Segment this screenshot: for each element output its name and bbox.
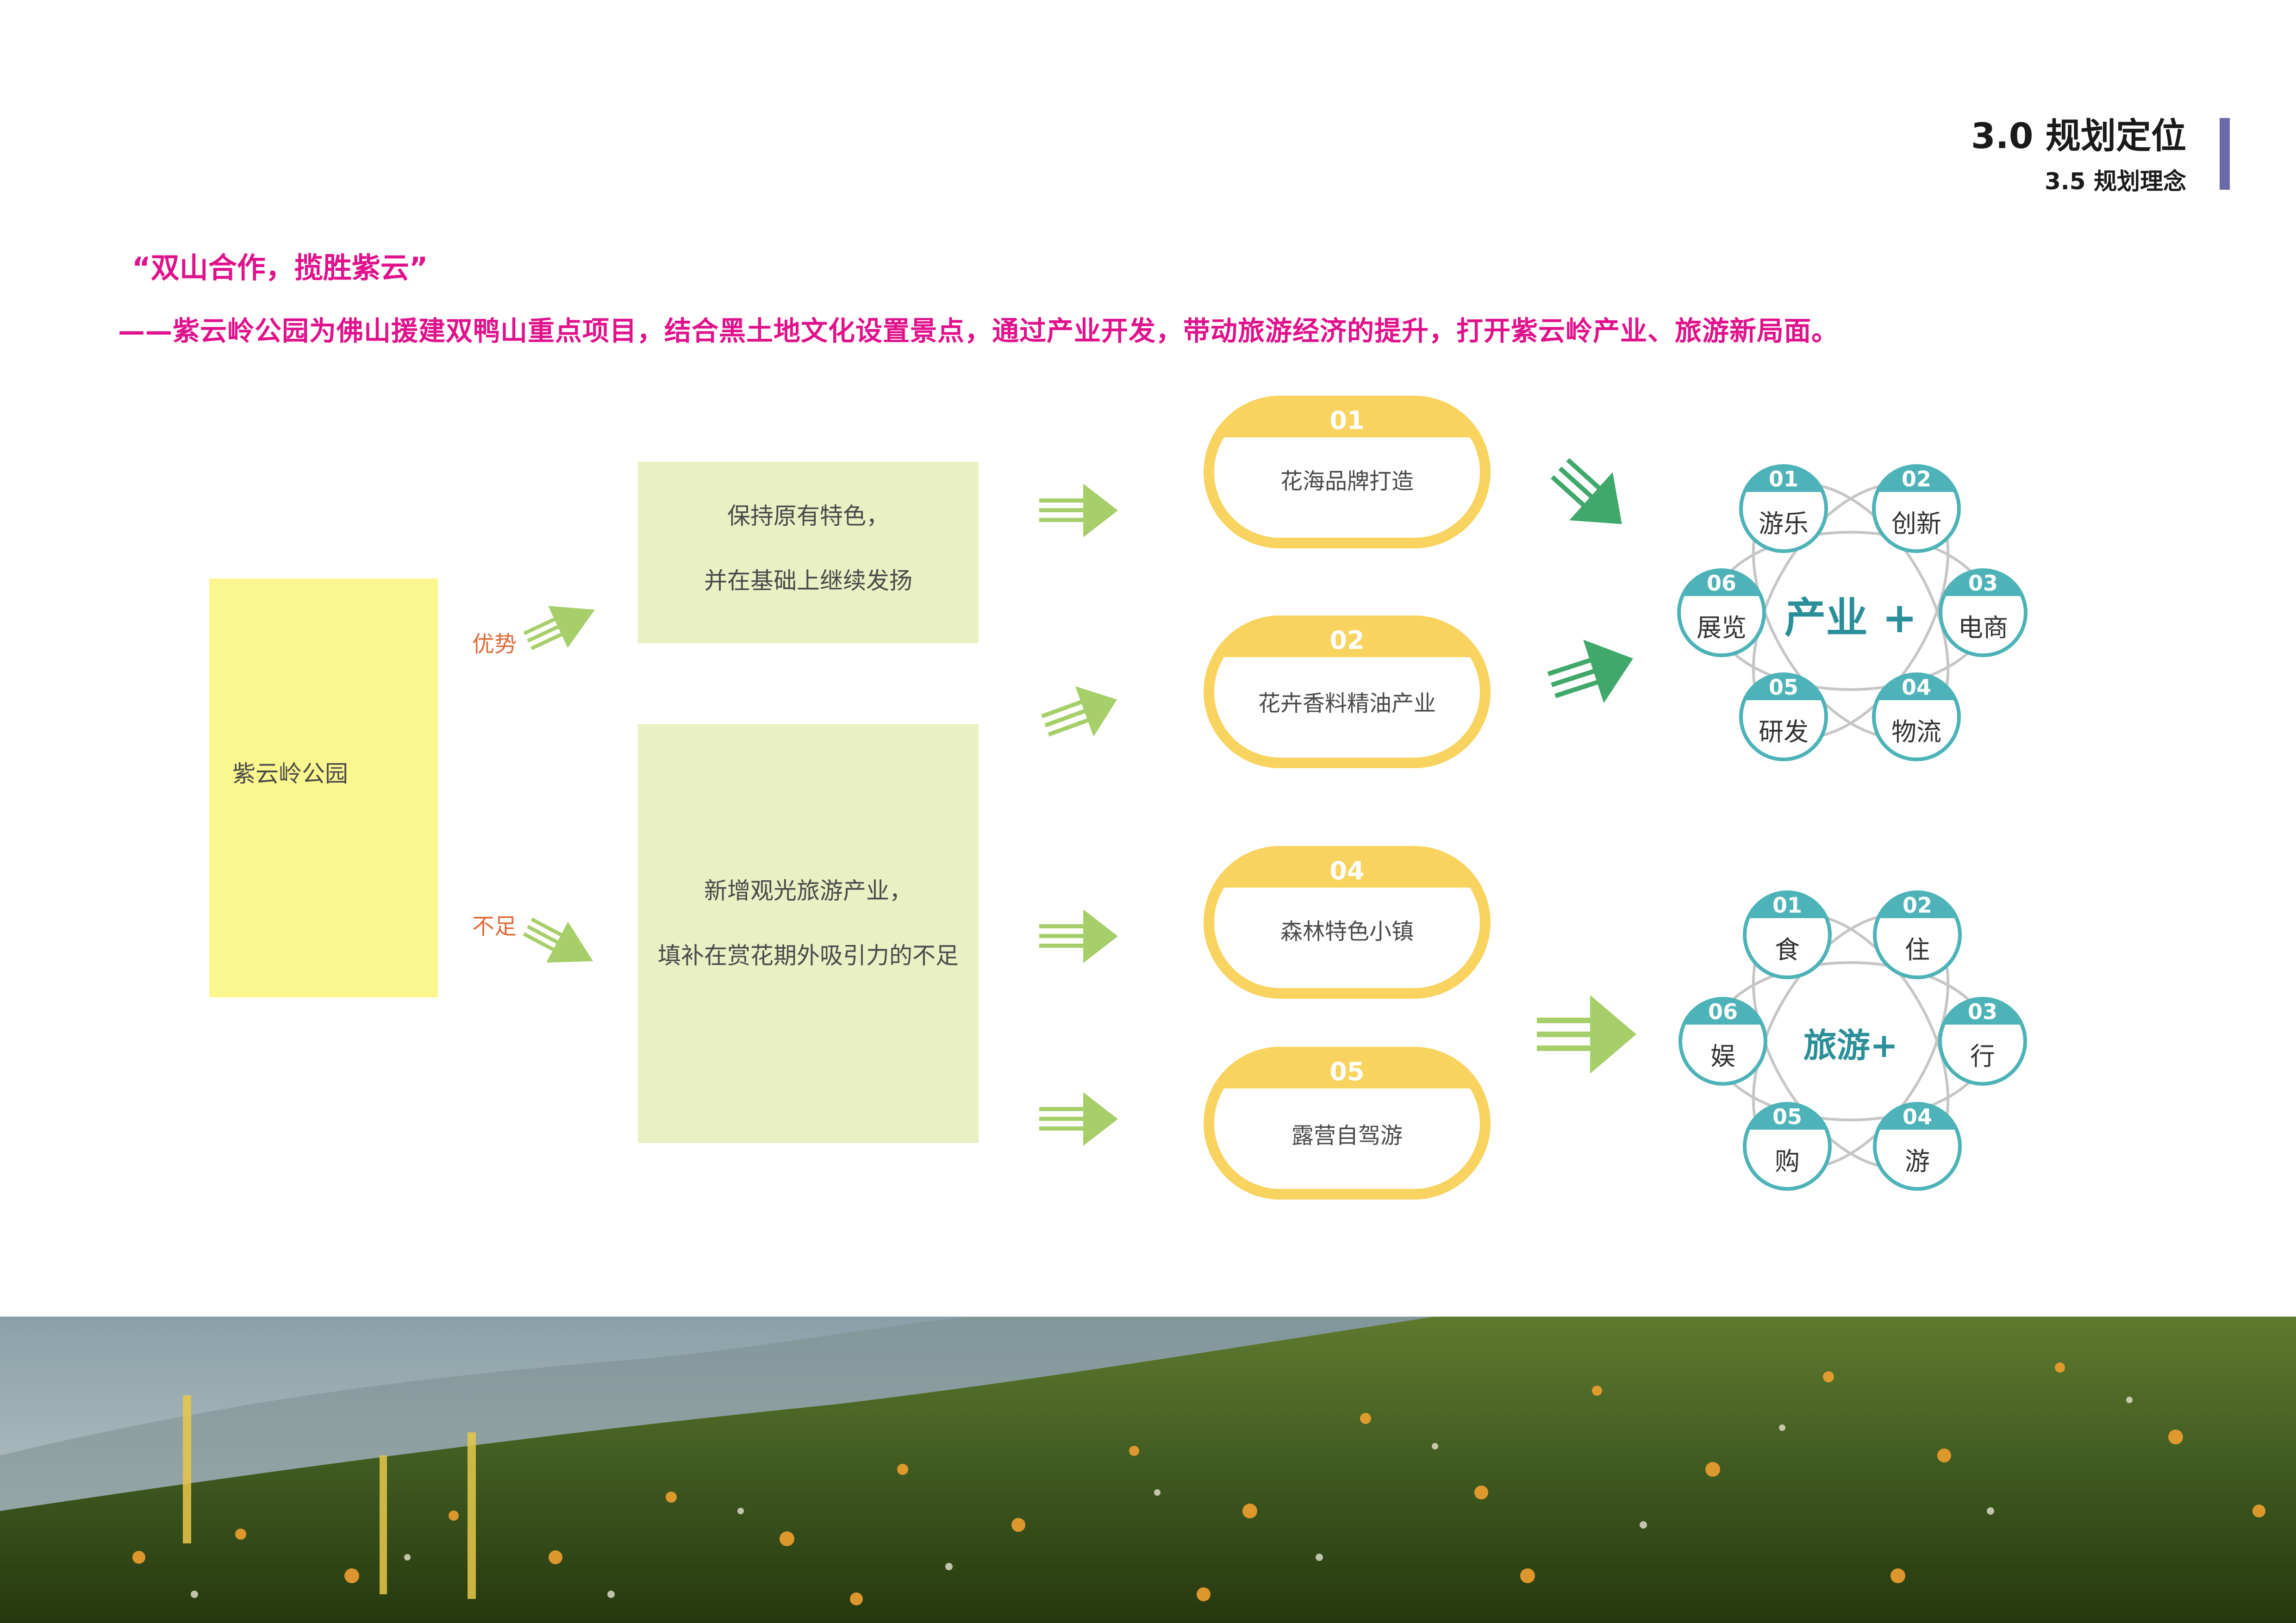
arrow-to-tourism [1537, 995, 1636, 1074]
section-title: 3.0 规划定位 [1971, 115, 2186, 156]
oval-1 [1204, 396, 1491, 548]
node-label: 创新 [1891, 509, 1941, 538]
cluster-tourism-node: 02 住 [1875, 892, 1960, 977]
cluster-tourism-node: 06 娱 [1680, 999, 1766, 1084]
node-label: 展览 [1697, 613, 1747, 642]
node-number: 02 [1875, 892, 1960, 918]
advantage-box [638, 462, 979, 643]
node-number: 06 [1680, 999, 1766, 1025]
slogan: “双山合作，揽胜紫云” [132, 251, 428, 285]
arrow-advantage [523, 606, 595, 650]
root-box [209, 578, 438, 997]
node-number: 01 [1741, 466, 1826, 492]
oval-2-label: 花卉香料精油产业 [1258, 690, 1436, 716]
node-label: 购 [1775, 1147, 1800, 1176]
arrow-oval2-to-industry [1547, 640, 1633, 703]
arrow-oval1-to-industry [1550, 458, 1622, 524]
node-label: 游 [1905, 1147, 1930, 1176]
arrow-to-oval-3 [1039, 909, 1118, 963]
shortfall-label: 不足 [472, 914, 517, 939]
cluster-industry-node: 02 创新 [1874, 466, 1959, 551]
node-number: 04 [1874, 674, 1959, 700]
oval-1-label: 花海品牌打造 [1280, 468, 1414, 494]
node-number: 06 [1679, 570, 1764, 596]
arrow-shortfall [523, 917, 593, 963]
node-label: 娱 [1710, 1042, 1735, 1071]
node-number: 04 [1875, 1104, 1960, 1130]
node-number: 05 [1745, 1104, 1830, 1130]
node-number: 02 [1874, 466, 1959, 492]
oval-4-number: 05 [1329, 1057, 1365, 1086]
node-label: 游乐 [1759, 509, 1809, 538]
advantage-line-1: 保持原有特色， [727, 503, 889, 529]
cluster-tourism-node: 01 食 [1745, 892, 1830, 977]
arrow-to-oval-2 [1041, 686, 1117, 737]
section-subtitle: 3.5 规划理念 [2045, 168, 2186, 195]
node-number: 03 [1940, 570, 2026, 596]
oval-3-label: 森林特色小镇 [1280, 919, 1414, 945]
oval-2 [1204, 616, 1491, 768]
arrow-to-oval-1 [1039, 484, 1118, 537]
cluster-industry-node: 03 电商 [1940, 570, 2026, 655]
shortfall-box [638, 724, 979, 1143]
oval-2-number: 02 [1329, 626, 1365, 655]
advantage-label: 优势 [472, 631, 517, 657]
oval-3-number: 04 [1329, 856, 1365, 885]
node-label: 研发 [1759, 717, 1809, 746]
cluster-industry-node: 06 展览 [1679, 570, 1764, 655]
shortfall-line-1: 新增观光旅游产业， [704, 877, 912, 904]
node-label: 电商 [1958, 613, 2008, 642]
cluster-tourism-node: 05 购 [1745, 1104, 1830, 1189]
cluster-tourism-node: 04 游 [1875, 1104, 1960, 1189]
shortfall-line-2: 填补在赏花期外吸引力的不足 [658, 942, 959, 969]
oval-4 [1204, 1047, 1491, 1200]
oval-1-number: 01 [1329, 406, 1365, 435]
header-accent-bar [2220, 118, 2230, 190]
arrow-to-oval-4 [1039, 1092, 1118, 1146]
node-label: 食 [1775, 935, 1800, 964]
advantage-line-2: 并在基础上继续发扬 [704, 567, 912, 594]
cluster-industry-node: 01 游乐 [1741, 466, 1826, 551]
root-label: 紫云岭公园 [232, 760, 348, 787]
industry-center-label: 产业 + [1784, 594, 1917, 642]
meadow-illustration [0, 1317, 2296, 1623]
cluster-industry-node: 05 研发 [1741, 674, 1826, 759]
node-label: 住 [1905, 935, 1930, 964]
description: ——紫云岭公园为佛山援建双鸭山重点项目，结合黑土地文化设置景点，通过产业开发，带… [118, 315, 1839, 347]
oval-4-label: 露营自驾游 [1291, 1123, 1403, 1149]
cluster-industry-node: 04 物流 [1874, 674, 1959, 759]
node-label: 行 [1970, 1042, 1995, 1071]
oval-3 [1204, 846, 1491, 999]
node-number: 03 [1940, 999, 2025, 1025]
node-number: 01 [1745, 892, 1830, 918]
node-number: 05 [1741, 674, 1826, 700]
cluster-tourism-node: 03 行 [1940, 999, 2025, 1084]
tourism-center-label: 旅游+ [1803, 1026, 1898, 1065]
node-label: 物流 [1891, 717, 1941, 746]
meadow-photo [0, 1317, 2296, 1623]
